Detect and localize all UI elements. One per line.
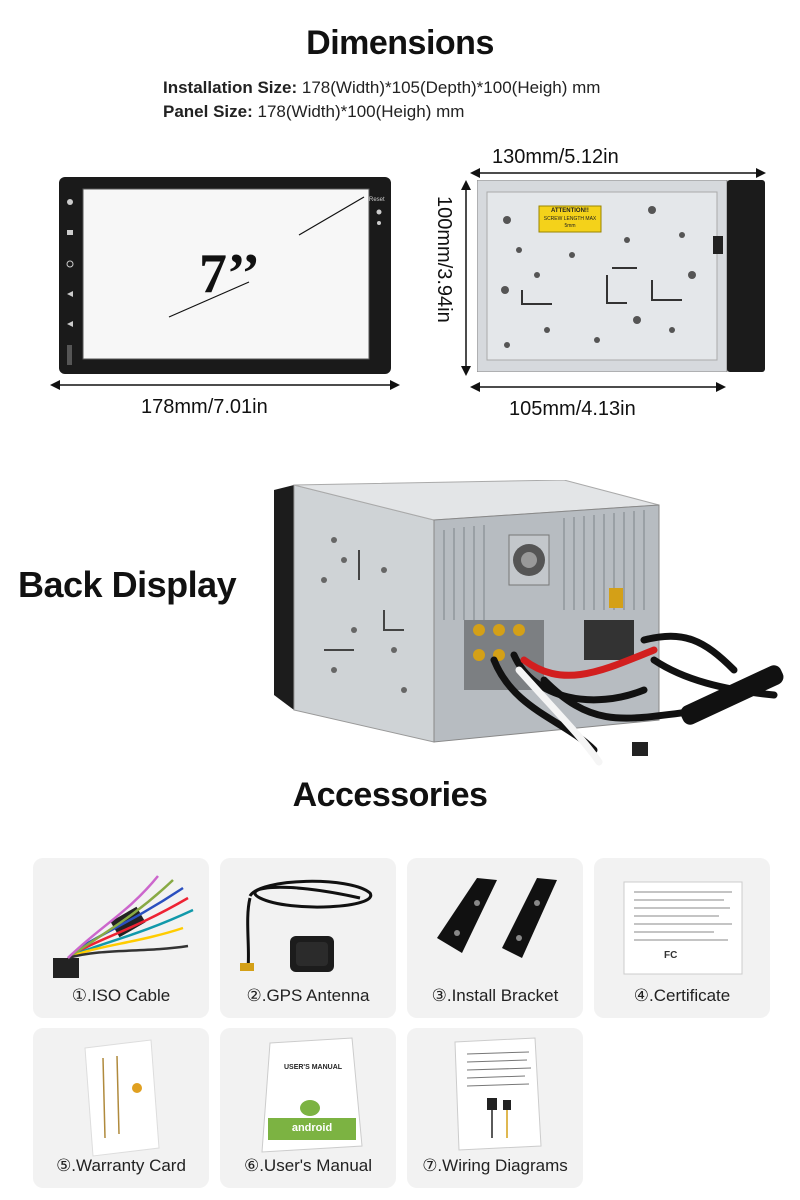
attention-sticker <box>538 205 602 233</box>
panel-size-value: 178(Width)*100(Heigh) mm <box>257 102 465 121</box>
screen-diagonal-lower <box>168 281 250 318</box>
chassis-side-view: ATTENTION!! SCREW LENGTH MAX 5mm <box>476 179 765 373</box>
gps-antenna-image <box>240 879 373 972</box>
depth-label: 105mm/4.13in <box>509 398 636 420</box>
front-panel-drawing <box>66 188 382 365</box>
panel-size-label: Panel Size: <box>163 102 253 121</box>
accessory-card-certificate: FC ④.Certificate <box>594 858 770 1018</box>
accessory-caption-certificate: ④.Certificate <box>633 986 731 1005</box>
back-unit-drawing <box>274 479 784 766</box>
accessory-card-gps-antenna: ②.GPS Antenna <box>220 858 396 1018</box>
accessory-card-users-manual: USER'S MANUAL android ⑥.User's Manual <box>220 1028 396 1188</box>
chassis-drawing <box>476 179 765 373</box>
home-icon <box>67 230 73 235</box>
reset-label: Reset <box>369 197 385 203</box>
volume-down-icon <box>67 321 73 327</box>
accessory-card-install-bracket: ③.Install Bracket <box>407 858 583 1018</box>
accessory-caption-warranty-card: ⑤.Warranty Card <box>56 1156 186 1175</box>
front-width-arrow <box>50 380 400 390</box>
accessories-title: Accessories <box>292 776 488 814</box>
sticker-value: 5mm <box>564 223 576 229</box>
back-display-title: Back Display <box>18 564 237 605</box>
back-display-photo <box>264 479 794 770</box>
accessory-card-wiring-diagrams: ⑦.Wiring Diagrams <box>407 1028 583 1188</box>
screen-area <box>82 188 370 360</box>
users-manual-image <box>261 1037 363 1153</box>
installation-size-value: 178(Width)*105(Depth)*100(Heigh) mm <box>301 78 601 97</box>
android-logo-icon <box>300 1100 320 1116</box>
install-bracket-image <box>437 878 557 958</box>
screen-size-label: 7’’ <box>199 243 261 305</box>
depth-arrow <box>470 382 726 392</box>
accessory-caption-install-bracket: ③.Install Bracket <box>431 986 559 1005</box>
nav-icon <box>66 260 74 268</box>
reset-icon <box>376 209 382 215</box>
certificate-image: FC <box>623 881 743 975</box>
dimensions-title: Dimensions <box>306 24 494 62</box>
card-slot-icon <box>67 345 72 365</box>
height-arrow <box>461 180 471 376</box>
screen-diagonal-upper <box>298 196 365 236</box>
panel-size: Panel Size: 178(Width)*100(Heigh) mm <box>163 102 464 122</box>
volume-up-icon <box>67 291 73 297</box>
manual-logo-text: android <box>291 1122 333 1134</box>
svg-text:FC: FC <box>664 950 677 961</box>
sticker-text: SCREW LENGTH MAX <box>543 216 597 222</box>
accessory-caption-users-manual: ⑥.User's Manual <box>243 1156 373 1175</box>
height-label: 100mm/3.94in <box>433 196 455 323</box>
iso-cable-image <box>53 875 194 978</box>
warranty-card-image <box>84 1039 160 1157</box>
manual-heading: USER'S MANUAL <box>283 1064 343 1071</box>
accessory-card-warranty-card: ⑤.Warranty Card <box>33 1028 209 1188</box>
top-width-label: 130mm/5.12in <box>492 146 619 168</box>
installation-size-label: Installation Size: <box>163 78 298 97</box>
installation-size: Installation Size: 178(Width)*105(Depth)… <box>163 78 600 98</box>
top-width-arrow <box>470 168 766 178</box>
mic-icon <box>377 221 381 225</box>
accessory-caption-wiring-diagrams: ⑦.Wiring Diagrams <box>422 1156 568 1175</box>
power-icon <box>67 199 73 205</box>
front-width-label: 178mm/7.01in <box>141 396 268 418</box>
accessory-card-iso-cable: ①.ISO Cable <box>33 858 209 1018</box>
wiring-diagrams-image <box>454 1037 542 1151</box>
accessory-caption-gps-antenna: ②.GPS Antenna <box>246 986 370 1005</box>
front-panel-unit: 7’’ Reset <box>59 177 391 374</box>
sticker-title: ATTENTION!! <box>551 208 589 214</box>
accessory-caption-iso-cable: ①.ISO Cable <box>71 986 171 1005</box>
